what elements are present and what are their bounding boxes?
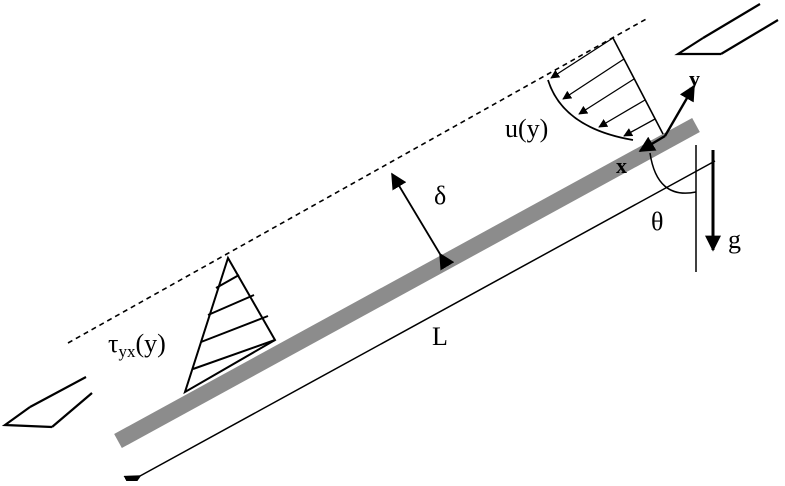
coordinate-axes: [638, 84, 696, 153]
theta-label: θ: [651, 207, 663, 236]
outgoing-flow-arrow: [1, 376, 93, 429]
length-label: L: [432, 322, 448, 351]
shear-stress-label: τyx(y): [108, 329, 166, 361]
free-surface-dashed-line: [67, 17, 649, 344]
gravity-label: g: [728, 225, 741, 254]
velocity-label: u(y): [505, 114, 548, 143]
y-axis-label: y: [689, 66, 700, 91]
delta-label: δ: [434, 181, 446, 210]
x-axis-label: x: [616, 153, 627, 178]
theta-angle-arc: [649, 152, 697, 194]
length-dimension-line: [123, 160, 716, 486]
inclined-plate: [114, 117, 700, 449]
thickness-arrow: [391, 172, 455, 271]
velocity-profile: [547, 37, 664, 141]
shear-stress-profile: [183, 255, 277, 395]
incoming-flow-arrow: [674, 3, 779, 56]
